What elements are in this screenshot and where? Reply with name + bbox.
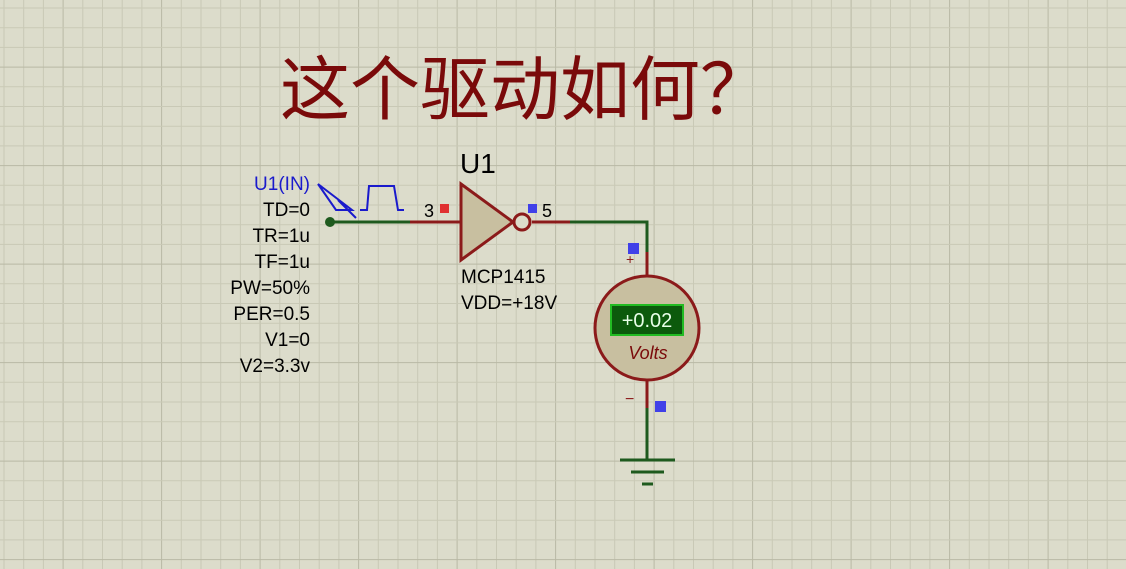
inverter-bubble — [512, 212, 532, 232]
pin-number-out: 5 — [542, 201, 552, 221]
meter-display — [610, 304, 684, 336]
generator-param: PW=50% — [230, 278, 310, 299]
wire-junction-dot — [325, 217, 335, 227]
inverter-triangle — [459, 181, 516, 263]
meter-minus-marker — [655, 401, 666, 412]
meter-plus-sign: + — [626, 251, 634, 267]
generator-param: PER=0.5 — [233, 304, 310, 325]
driver-supply: VDD=+18V — [461, 293, 557, 314]
driver-part: MCP1415 — [461, 267, 546, 288]
wire-output[interactable] — [570, 220, 649, 252]
generator-arrow-symbol — [317, 183, 357, 219]
pulse-waveform-icon — [360, 185, 404, 211]
generator-param: TR=1u — [252, 226, 310, 247]
pin-marker-out — [528, 204, 537, 213]
meter-minus-sign: − — [625, 391, 634, 408]
driver-u1[interactable]: U1 3 5 MCP1415 VDD=+18V — [424, 148, 557, 314]
generator-param: TD=0 — [263, 200, 310, 221]
meter-plus-marker — [628, 243, 639, 254]
dc-voltmeter[interactable]: + +0.02 Volts − — [593, 243, 701, 412]
generator-params: TD=0 TR=1u TF=1u PW=50% PER=0.5 V1=0 V2=… — [230, 200, 310, 377]
pin-number-in: 3 — [424, 201, 434, 221]
generator-param: TF=1u — [255, 252, 310, 273]
pin-marker-in — [440, 204, 449, 213]
meter-unit: Volts — [628, 343, 667, 363]
generator-name: U1(IN) — [254, 174, 310, 195]
wires — [325, 217, 649, 460]
meter-reading: +0.02 — [622, 310, 673, 332]
generator-param: V1=0 — [265, 330, 310, 351]
driver-ref: U1 — [460, 148, 496, 179]
pulse-generator[interactable]: U1(IN) TD=0 TR=1u TF=1u PW=50% PER=0.5 V… — [230, 174, 404, 377]
ground-symbol — [620, 458, 675, 486]
page-title: 这个驱动如何？ — [280, 49, 770, 131]
generator-param: V2=3.3v — [240, 356, 311, 377]
